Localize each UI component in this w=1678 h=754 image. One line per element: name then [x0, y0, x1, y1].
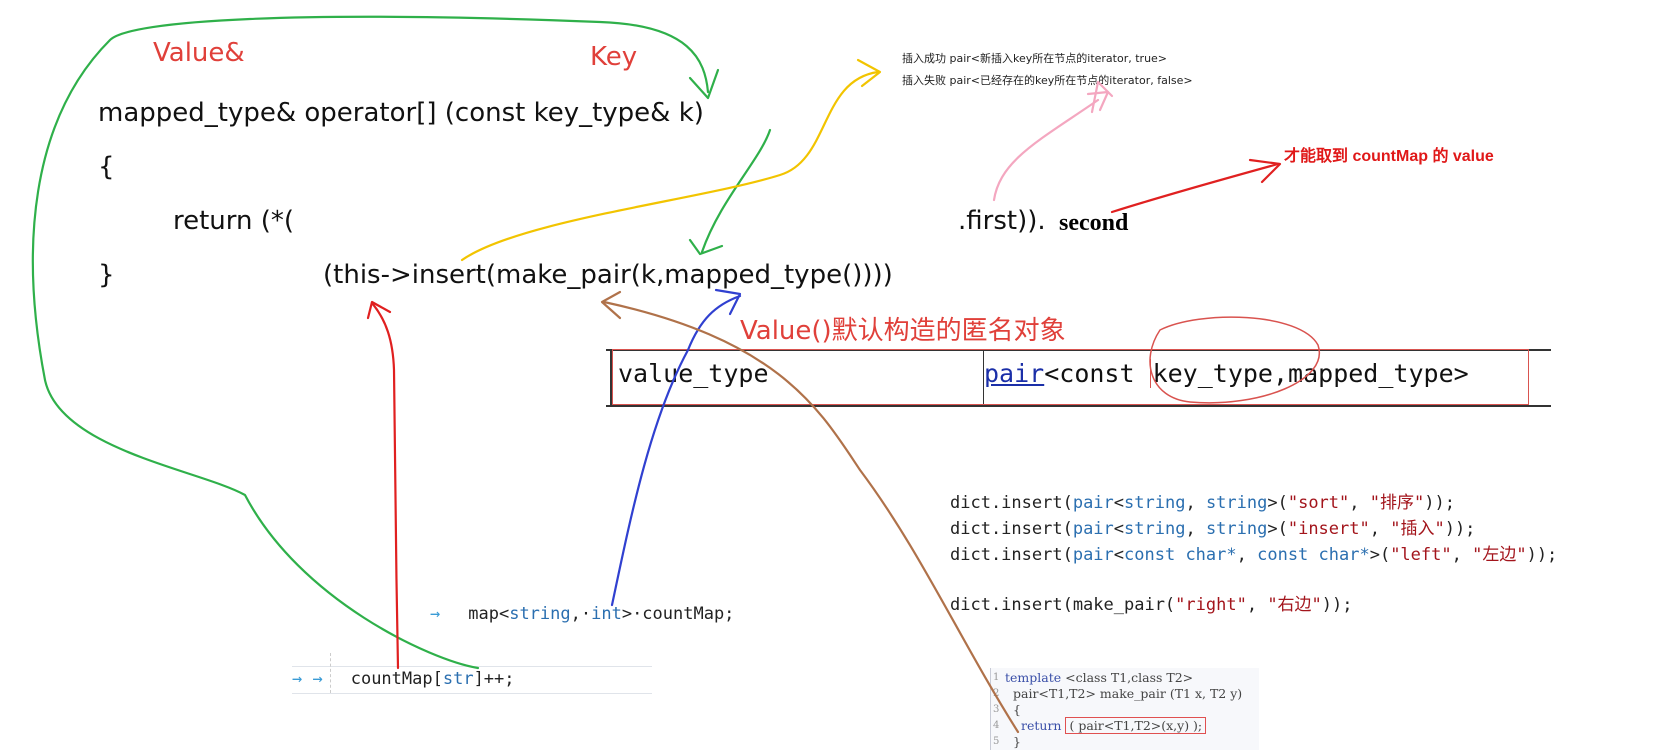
- make-pair-template: 1 template <class T1,class T2> 2 pair<T1…: [990, 668, 1259, 750]
- brown-template-arrowhead: [600, 290, 622, 320]
- green-k-arrowhead: [688, 238, 724, 256]
- yellow-arrow: [460, 70, 880, 262]
- return-start: return (*(: [173, 206, 295, 236]
- anon-object-label: Value()默认构造的匿名对象: [740, 316, 1066, 346]
- green-k-arrow: [700, 128, 772, 254]
- yellow-arrowhead: [856, 58, 882, 88]
- key-type-circle: [1149, 316, 1321, 404]
- brown-template-arrow: [602, 300, 1020, 734]
- value-type-row: value_type pair<const key_type,mapped_ty…: [606, 349, 1551, 407]
- dict-line-2: dict.insert(pair<string, string>("insert…: [950, 519, 1476, 539]
- close-brace: }: [98, 260, 115, 290]
- return-end: .first)).: [958, 206, 1046, 236]
- dict-code-block: dict.insert(pair<string, string>("sort",…: [950, 490, 1557, 618]
- blue-int-arrowhead: [714, 288, 742, 316]
- insert-success-note: 插入成功 pair<新插入key所在节点的iterator, true>: [902, 52, 1168, 65]
- pink-mini-arrow: [1090, 80, 1114, 114]
- green-loop-arrow: [31, 15, 710, 670]
- open-brace: {: [98, 152, 115, 182]
- pink-first-arrow: [992, 98, 1100, 202]
- dict-line-3: dict.insert(pair<const char*, const char…: [950, 545, 1558, 565]
- countmap-declaration: →map<string,·int>·countMap;: [430, 604, 735, 624]
- operator-signature: mapped_type& operator[] (const key_type&…: [98, 98, 704, 128]
- insert-fail-note: 插入失败 pair<已经存在的key所在节点的iterator, false>: [902, 74, 1193, 87]
- red-second-arrowhead: [1248, 158, 1282, 184]
- key-label: Key: [590, 42, 638, 72]
- key-type-text: key_type: [1149, 359, 1273, 388]
- dict-line-4: dict.insert(make_pair("right", "右边"));: [950, 595, 1353, 615]
- second-member: second: [1059, 210, 1129, 236]
- take-value-note: 才能取到 countMap 的 value: [1284, 148, 1494, 165]
- return-pair-box: ( pair<T1,T2>(x,y) );: [1065, 717, 1207, 734]
- insert-expression: (this->insert(make_pair(k,mapped_type())…: [323, 260, 893, 290]
- dict-line-1: dict.insert(pair<string, string>("sort",…: [950, 493, 1455, 513]
- red-second-arrow: [1110, 162, 1280, 214]
- red-countmap-arrowhead: [366, 300, 392, 320]
- blue-int-arrow: [610, 294, 742, 607]
- value-ref-label: Value&: [153, 38, 245, 68]
- value-type-name: value_type: [618, 359, 769, 388]
- green-loop-arrowhead: [688, 68, 720, 100]
- value-type-definition: pair<const key_type,mapped_type>: [984, 359, 1469, 388]
- pair-link[interactable]: pair: [984, 359, 1045, 388]
- red-countmap-arrow: [370, 301, 400, 670]
